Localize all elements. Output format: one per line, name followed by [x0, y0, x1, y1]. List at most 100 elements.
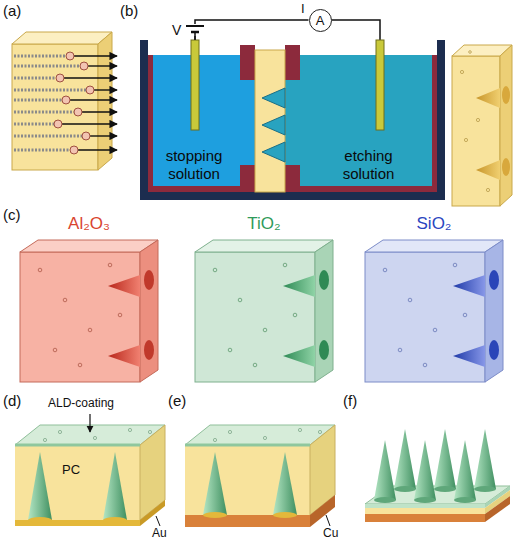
coated-foil-gold-part-part: [148, 430, 151, 433]
coated-foil-part: [20, 252, 140, 382]
coated-foil-copper-part-part: [228, 430, 231, 433]
label-box: (d): [3, 392, 21, 409]
part-label: SiO₂: [417, 214, 452, 234]
etched-foil-part-part: [476, 118, 479, 121]
coated-foil-part: [283, 345, 315, 367]
coated-foil-part: [365, 252, 485, 382]
cone-array-part: [374, 497, 396, 503]
solution-region: etching solution: [300, 40, 437, 192]
panel-letter: (d): [3, 392, 21, 409]
coated-foil-gold-part: [15, 445, 140, 520]
coated-foil-part: [108, 345, 140, 367]
coated-foil-part-part: [253, 363, 257, 367]
ion-tracks-part: [14, 77, 60, 80]
cone-array-part: [365, 504, 485, 508]
etching-cell-part: [285, 80, 300, 165]
ion-heads-part: [74, 108, 82, 116]
coated-foil-part: [319, 270, 329, 290]
coated-foil-gold-part: [140, 500, 165, 526]
part-label: TiO₂: [247, 214, 280, 234]
battery-symbol: [185, 24, 205, 40]
cone-array-part: [394, 429, 416, 489]
coated-foil-part-part: [63, 298, 67, 302]
coated-foil-part: [283, 275, 315, 297]
coated-foil-part: [195, 240, 333, 252]
coated-foil-part: [489, 270, 499, 290]
cone-array-part: [474, 486, 496, 492]
coated-foil-part-part: [88, 328, 92, 332]
ion-heads-part: [56, 74, 64, 82]
label-box: PC: [62, 463, 80, 478]
wire-connector: [332, 20, 381, 40]
label-box: TiO₂: [247, 214, 280, 234]
coated-foil-part-part: [118, 313, 122, 317]
coated-foil-gold-part-part: [93, 436, 96, 439]
coated-foil-part-part: [53, 348, 57, 352]
coated-foil-part: [144, 270, 154, 290]
coated-foil-gold: [15, 414, 165, 526]
panel-letter: (c): [3, 206, 21, 223]
ion-arrows-part: [82, 111, 117, 112]
coated-foil-copper-part-part: [298, 428, 301, 431]
part-label: I: [301, 2, 305, 17]
coated-foil-gold-part: [15, 444, 140, 447]
cone-array-part: [414, 497, 436, 503]
coated-foil-part: [453, 345, 485, 367]
ion-tracks: [14, 56, 90, 150]
coated-foil-copper-part: [185, 425, 335, 445]
coated-foil-part-part: [408, 298, 412, 302]
ion-heads-part: [66, 52, 74, 60]
ion-arrows-part: [74, 55, 117, 56]
ion-tracks-part: [14, 99, 66, 102]
cone-array-part: [374, 440, 396, 500]
membrane-part: [255, 50, 285, 192]
label-box: Cu: [323, 527, 338, 541]
coated-foil-copper-part: [273, 452, 297, 515]
membrane-part: [262, 115, 285, 135]
coated-foil-copper-part: [326, 515, 330, 526]
cone-array-part: [434, 429, 456, 489]
etching-cell-part: [148, 55, 153, 192]
etched-foil-part: [476, 88, 500, 108]
part-label: V: [172, 22, 181, 38]
electrode: [191, 40, 384, 130]
ion-tracks-part: [14, 65, 84, 68]
ion-arrows-part: [94, 89, 117, 90]
ion-heads-part: [62, 96, 70, 104]
coated-foil-part-part: [213, 268, 217, 272]
electrode-part: [376, 40, 384, 130]
coated-foil: [195, 240, 333, 382]
coated-foil-part: [365, 240, 503, 252]
node-text: stopping solution: [152, 147, 236, 185]
label-box: Au: [152, 527, 167, 541]
coated-foil-gold-part-part: [58, 430, 61, 433]
label-box: (b): [120, 2, 138, 19]
coated-foil-copper: [185, 425, 335, 527]
coated-foil-gold-part-part: [128, 428, 131, 431]
etched-foil-part: [502, 86, 510, 104]
etching-cell: [140, 40, 445, 200]
coated-foil-part-part: [238, 298, 242, 302]
node-text: A: [316, 14, 325, 27]
label-box: (c): [3, 206, 21, 223]
ammeter-symbol: A: [309, 9, 332, 32]
label-box: I: [301, 2, 305, 17]
coated-foil-gold-part: [89, 414, 90, 432]
ion-arrows-part: [90, 135, 117, 136]
ion-arrows-part: [70, 99, 117, 100]
coated-foil-copper-part: [213, 428, 321, 441]
coated-foil-part: [140, 240, 158, 382]
etched-foil-part: [452, 56, 500, 206]
coated-foil-part: [315, 240, 333, 382]
panel-letter: (b): [120, 2, 138, 19]
coated-foil-part: [108, 275, 140, 297]
label-box: ALD-coating: [48, 397, 114, 411]
panel-letter: (e): [168, 392, 186, 409]
etched-foil-part-part: [486, 188, 489, 191]
ion-heads-part: [82, 132, 90, 140]
etched-foil-part-part: [469, 51, 472, 54]
coated-foil-part: [20, 240, 158, 252]
battery-symbol-part: [186, 25, 204, 27]
ion-tracks-part: [14, 55, 70, 58]
